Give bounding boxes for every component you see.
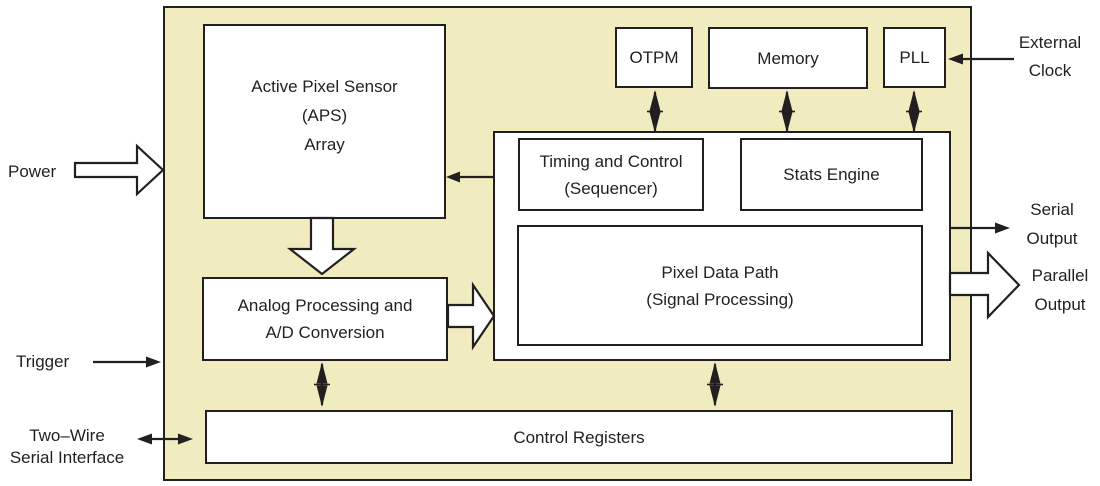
block-stats-engine: Stats Engine [740,138,923,211]
external-clock-label: External Clock [1008,29,1092,85]
stats-label: Stats Engine [783,165,880,184]
two-wire-label-line1: Two–Wire [29,426,105,445]
parallel-output-label-line1: Parallel [1031,266,1089,285]
control-registers-label: Control Registers [513,427,645,447]
otpm-label: OTPM [629,48,679,67]
external-clock-label-line1: External [1018,33,1082,52]
parallel-output-label: Parallel Output [1020,261,1100,319]
memory-label: Memory [757,48,819,68]
serial-output-label-line2: Output [1026,229,1078,248]
block-control-registers: Control Registers [205,410,953,464]
serial-output-label: Serial Output [1012,195,1092,253]
pixel-path-label-line1: Pixel Data Path [661,262,779,282]
pixel-path-label-line2: (Signal Processing) [646,289,794,309]
parallel-output-label-line2: Output [1034,295,1086,314]
aps-label-line1: Active Pixel Sensor [251,77,398,96]
analog-label-line1: Analog Processing and [237,296,413,315]
trigger-arrow [93,356,161,368]
power-label: Power [8,162,57,181]
timing-label-line2: (Sequencer) [564,178,658,198]
external-clock-label-line2: Clock [1028,61,1072,80]
serial-output-label-line1: Serial [1030,200,1074,219]
analog-label-line2: A/D Conversion [265,323,385,342]
two-wire-label-line2: Serial Interface [9,448,125,467]
power-block-arrow [73,143,165,197]
block-otpm: OTPM [615,27,693,88]
block-memory: Memory [708,27,868,89]
aps-label-line2: (APS) [301,106,348,125]
two-wire-serial-interface-label: Two–Wire Serial Interface [0,425,134,469]
block-timing-control: Timing and Control (Sequencer) [518,138,704,211]
timing-label-line1: Timing and Control [539,151,683,171]
trigger-label: Trigger [16,352,70,371]
aps-label-line3: Array [304,135,345,154]
block-analog-processing: Analog Processing and A/D Conversion [202,277,448,361]
block-pixel-data-path: Pixel Data Path (Signal Processing) [517,225,923,346]
block-pll: PLL [883,27,946,88]
pll-label: PLL [899,48,930,67]
block-aps-array: Active Pixel Sensor (APS) Array [203,24,446,219]
